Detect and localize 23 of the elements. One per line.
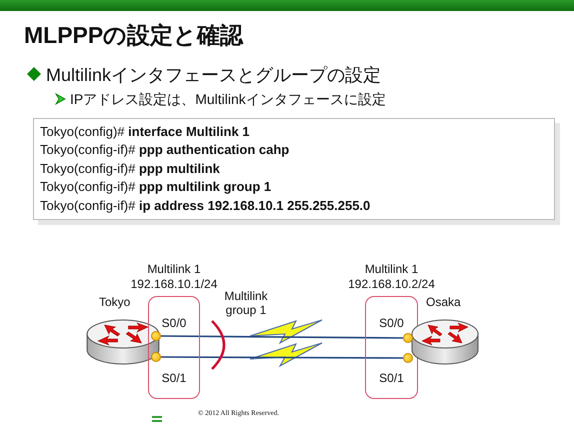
port-label: S0/0 <box>378 316 405 330</box>
serial-link-line <box>161 335 403 339</box>
command-line: Tokyo(config-if)# ppp multilink <box>40 160 221 178</box>
port-dot <box>403 353 413 363</box>
sub-bullet-text: IPアドレス設定は、Multilinkインタフェースに設定 <box>70 91 386 109</box>
interface-heading: Multilink 1 192.168.10.1/24 <box>130 262 218 292</box>
slide-title: MLPPPの設定と確認 <box>24 21 244 50</box>
router-label: Tokyo <box>99 295 130 309</box>
command-line: Tokyo(config-if)# ip address 192.168.10.1 255.255.255.0 <box>40 196 372 215</box>
port-dot <box>151 352 161 362</box>
port-label: S0/0 <box>160 316 188 330</box>
port-label: S0/1 <box>160 371 188 385</box>
router-label: Osaka <box>426 295 461 309</box>
port-label: S0/1 <box>378 371 405 385</box>
serial-link-line <box>161 356 403 359</box>
bullet-text: Multilinkインタフェースとグループの設定 <box>46 64 382 87</box>
command-line: Tokyo(config)# interface Multilink 1 <box>40 123 251 141</box>
port-dot <box>403 333 413 343</box>
group-label: Multilink group 1 <box>223 289 269 317</box>
interface-heading: Multilink 1 192.168.10.2/24 <box>347 262 436 292</box>
command-line: Tokyo(config-if)# ppp multilink group 1 <box>40 178 272 196</box>
command-line: Tokyo(config-if)# ppp authentication cahp <box>40 141 290 160</box>
port-dot <box>151 331 161 341</box>
